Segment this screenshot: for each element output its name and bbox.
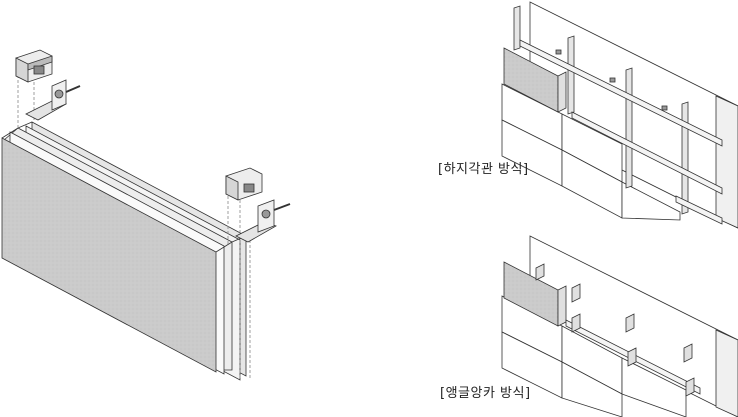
upper-left-anchor-bracket <box>25 79 81 121</box>
substructure-method-illustration <box>501 1 738 229</box>
caption-angle-anchor-method: [앵글앙카 방식] <box>440 386 531 401</box>
caption-substructure-method: [하지각관 방식] <box>438 162 529 177</box>
right-clip <box>225 167 263 201</box>
exploded-stone-panel <box>1 62 251 381</box>
angle-anchor-method-illustration <box>501 235 738 417</box>
right-anchor-bracket <box>235 199 291 243</box>
stone-panel-face <box>1 137 217 373</box>
upper-left-clip <box>15 49 53 83</box>
